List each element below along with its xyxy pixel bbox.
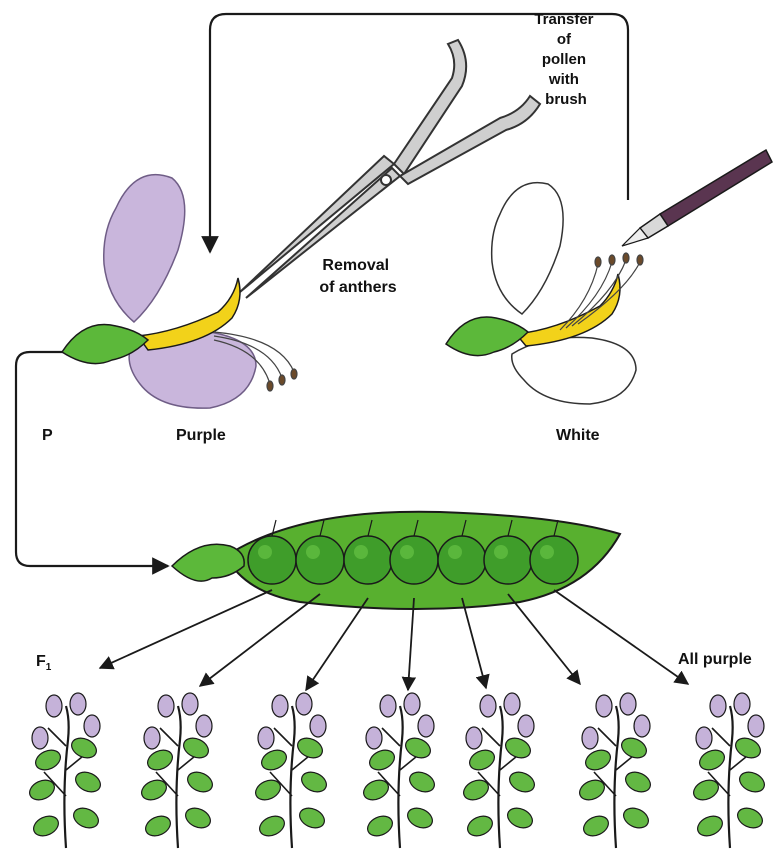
offspring-arrow [100, 590, 272, 668]
purple-label: Purple [176, 427, 226, 444]
offspring-arrow [200, 594, 320, 686]
parent-generation-label: P [42, 427, 53, 444]
transfer-label: Transfer of pollen with brush [534, 11, 597, 108]
f1-generation-label: F1 [36, 653, 52, 673]
white-sepal [446, 317, 528, 356]
f1-purple-plant [576, 693, 653, 848]
offspring-arrow [408, 598, 414, 690]
white-wing-petal [512, 337, 636, 404]
white-standard-petal [492, 183, 563, 314]
f1-purple-plant [252, 693, 329, 848]
offspring-arrow [508, 594, 580, 684]
white-label: White [556, 427, 600, 444]
removal-label: Removal of anthers [319, 257, 396, 296]
offspring-arrow [554, 590, 688, 684]
f1-plants [26, 693, 767, 848]
f1-purple-plant [690, 693, 767, 848]
f1-purple-plant [138, 693, 215, 848]
purple-flower [62, 175, 297, 409]
white-flower [446, 183, 643, 404]
pod-calyx [172, 544, 244, 581]
f1-purple-plant [360, 693, 437, 848]
purple-standard-petal [104, 175, 185, 322]
paintbrush-icon [622, 150, 772, 246]
all-purple-label: All purple [678, 651, 752, 668]
f1-purple-plant [460, 693, 537, 848]
f1-purple-plant [26, 693, 103, 848]
offspring-arrow [462, 598, 486, 688]
offspring-arrow [306, 598, 368, 690]
pea-pod [172, 512, 620, 609]
